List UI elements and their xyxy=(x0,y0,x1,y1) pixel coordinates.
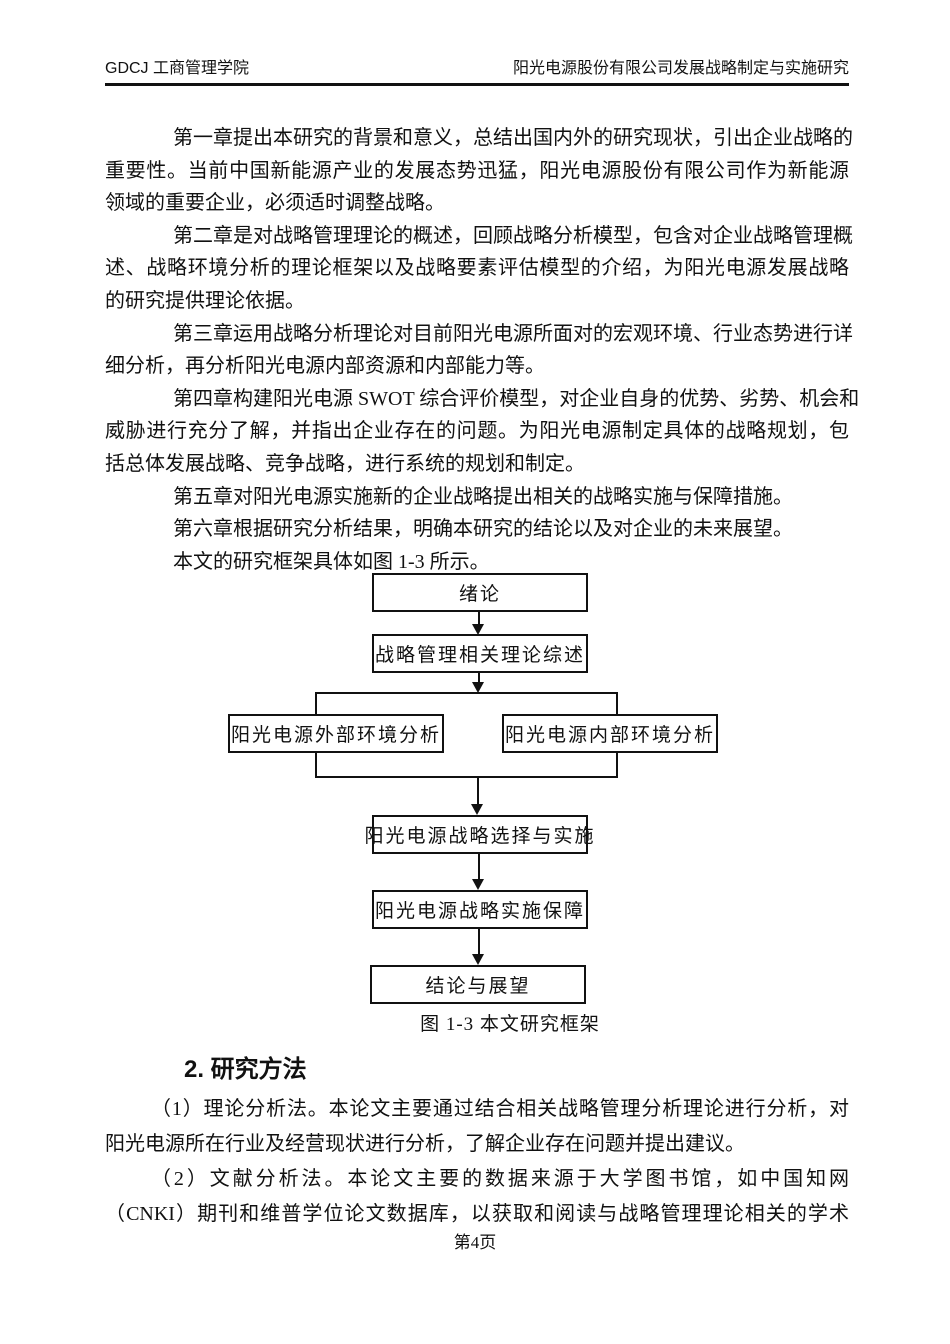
header-thesis-title: 阳光电源股份有限公司发展战略制定与实施研究 xyxy=(512,60,849,77)
text-line: 重要性。当前中国新能源产业的发展态势迅猛，阳光电源股份有限公司作为新能源 xyxy=(105,159,849,182)
body-paragraphs: 第一章提出本研究的背景和意义，总结出国内外的研究现状，引出企业战略的 重要性。当… xyxy=(105,122,860,579)
paragraph-chapter1: 第一章提出本研究的背景和意义，总结出国内外的研究现状，引出企业战略的 重要性。当… xyxy=(105,122,853,220)
page-number: 第4页 xyxy=(453,1233,497,1252)
flowchart-box-internal-analysis: 阳光电源内部环境分析 xyxy=(502,714,718,753)
arrow-down-icon xyxy=(472,624,484,635)
text-line: 第四章构建阳光电源 SWOT 综合评价模型，对企业自身的优势、劣势、机会和 xyxy=(173,387,860,410)
text-line: 第五章对阳光电源实施新的企业战略提出相关的战略实施与保障措施。 xyxy=(173,485,793,508)
text-line: 第二章是对战略管理理论的概述，回顾战略分析模型，包含对企业战略管理概 xyxy=(173,224,853,247)
page-header: GDCJ 工商管理学院 阳光电源股份有限公司发展战略制定与实施研究 xyxy=(105,60,849,86)
text-line: （2）文献分析法。本论文主要的数据来源于大学图书馆，如中国知网 xyxy=(151,1168,849,1190)
text-line: 领域的重要企业，必须适时调整战略。 xyxy=(105,192,445,215)
text-line: 细分析，再分析阳光电源内部资源和内部能力等。 xyxy=(105,355,545,378)
paragraph-chapter6: 第六章根据研究分析结果，明确本研究的结论以及对企业的未来展望。 xyxy=(105,513,849,546)
arrow-down-icon xyxy=(471,804,483,815)
flowchart-box-strategy-choice: 阳光电源战略选择与实施 xyxy=(365,815,594,854)
flowchart-connector-line xyxy=(478,612,480,625)
figure-caption: 图 1-3 本文研究框架 xyxy=(420,1014,600,1035)
paragraph-chapter5: 第五章对阳光电源实施新的企业战略提出相关的战略实施与保障措施。 xyxy=(105,481,849,514)
section-heading-research-methods: 2. 研究方法 xyxy=(184,1056,307,1083)
arrow-down-icon xyxy=(472,682,484,693)
arrow-down-icon xyxy=(472,954,484,965)
flowchart-box-implementation-guarantee: 阳光电源战略实施保障 xyxy=(372,890,588,929)
text-line: 述、战略环境分析的理论框架以及战略要素评估模型的介绍，为阳光电源发展战略 xyxy=(105,257,849,280)
text-line: 括总体发展战略、竞争战略，进行系统的规划和制定。 xyxy=(105,452,585,475)
paragraph-literature-analysis-method: （2）文献分析法。本论文主要的数据来源于大学图书馆，如中国知网 （CNKI）期刊… xyxy=(105,1162,849,1232)
text-line: 第一章提出本研究的背景和意义，总结出国内外的研究现状，引出企业战略的 xyxy=(173,127,853,149)
flowchart-box-external-analysis: 阳光电源外部环境分析 xyxy=(228,714,444,753)
flowchart-connector-line xyxy=(478,673,480,683)
paragraph-framework-intro: 本文的研究框架具体如图 1-3 所示。 xyxy=(105,546,849,579)
text-line: 的研究提供理论依据。 xyxy=(105,289,305,312)
flowchart-connector-line xyxy=(478,854,480,880)
flowchart-box-introduction: 绪论 xyxy=(372,573,588,612)
flowchart-connector-line xyxy=(477,777,479,805)
paragraph-chapter2: 第二章是对战略管理理论的概述，回顾战略分析模型，包含对企业战略管理概 述、战略环… xyxy=(105,220,853,318)
paragraph-chapter3: 第三章运用战略分析理论对目前阳光电源所面对的宏观环境、行业态势进行详 细分析，再… xyxy=(105,318,853,383)
header-school-name: GDCJ 工商管理学院 xyxy=(105,60,250,77)
paragraph-chapter4: 第四章构建阳光电源 SWOT 综合评价模型，对企业自身的优势、劣势、机会和 威胁… xyxy=(105,383,860,481)
flowchart-box-theory-review: 战略管理相关理论综述 xyxy=(372,634,588,673)
flowchart-connector-line xyxy=(478,929,480,955)
text-line: 威胁进行充分了解，并指出企业存在的问题。为阳光电源制定具体的战略规划，包 xyxy=(105,420,849,443)
text-line: 第六章根据研究分析结果，明确本研究的结论以及对企业的未来展望。 xyxy=(173,518,793,541)
text-line: 第三章运用战略分析理论对目前阳光电源所面对的宏观环境、行业态势进行详 xyxy=(173,322,853,345)
section2-paragraphs: （1）理论分析法。本论文主要通过结合相关战略管理分析理论进行分析，对 阳光电源所… xyxy=(105,1092,849,1232)
flowchart-box-conclusion: 结论与展望 xyxy=(370,965,586,1004)
paragraph-theory-analysis-method: （1）理论分析法。本论文主要通过结合相关战略管理分析理论进行分析，对 阳光电源所… xyxy=(105,1092,849,1162)
arrow-down-icon xyxy=(472,879,484,890)
text-line: 本文的研究框架具体如图 1-3 所示。 xyxy=(173,550,490,573)
text-line: （CNKI）期刊和维普学位论文数据库，以获取和阅读与战略管理理论相关的学术 xyxy=(105,1203,849,1225)
text-line: 阳光电源所在行业及经营现状进行分析，了解企业存在问题并提出建议。 xyxy=(105,1133,745,1155)
text-line: （1）理论分析法。本论文主要通过结合相关战略管理分析理论进行分析，对 xyxy=(151,1098,849,1120)
